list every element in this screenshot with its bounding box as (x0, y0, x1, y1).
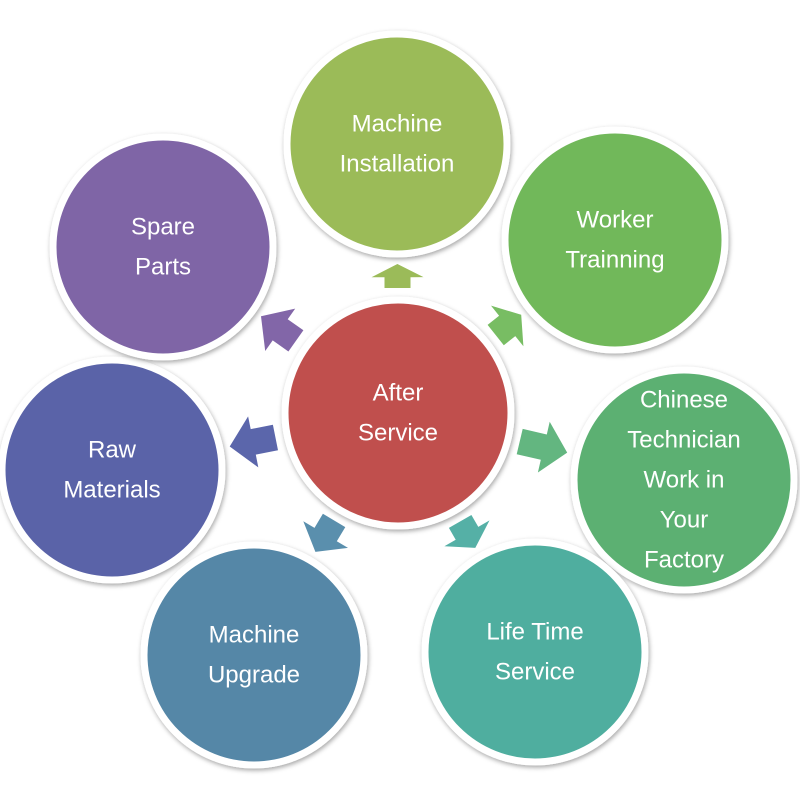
node-machine-installation-circle (283, 30, 511, 258)
node-worker-trainning-circle (501, 126, 729, 354)
node-machine-upgrade-label-line-2: Upgrade (208, 662, 300, 689)
node-raw-materials-label-line-1: Raw (88, 437, 137, 464)
arrow-to-worker-trainning (487, 305, 524, 347)
node-machine-installation-label-line-1: Machine (352, 111, 443, 138)
node-spare-parts-circle (49, 133, 277, 361)
node-life-time-service-label-line-1: Life Time (486, 619, 583, 646)
arrow-to-machine-installation (371, 264, 424, 288)
nodes-layer: MachineInstallationWorkerTrainningChines… (0, 30, 798, 769)
center-node-after-service-circle (281, 296, 515, 530)
arrow-to-chinese-technician (516, 421, 568, 473)
node-machine-installation-label-line-2: Installation (340, 151, 455, 178)
arrow-to-spare-parts (261, 308, 304, 352)
node-worker-trainning-label-line-2: Trainning (565, 247, 664, 274)
node-chinese-technician-label-line-5: Factory (644, 547, 724, 574)
arrow-to-machine-upgrade (303, 513, 348, 552)
node-chinese-technician-label-line-1: Chinese (640, 387, 728, 414)
node-machine-upgrade-circle (140, 541, 368, 769)
arrow-to-life-time-service (444, 515, 490, 548)
node-spare-parts-label-line-2: Parts (135, 254, 191, 281)
node-life-time-service-circle (421, 538, 649, 766)
node-chinese-technician-label-line-3: Work in (644, 467, 725, 494)
node-spare-parts-label-line-1: Spare (131, 214, 195, 241)
node-chinese-technician-label-line-4: Your (660, 507, 709, 534)
node-raw-materials-label-line-2: Materials (63, 477, 160, 504)
arrow-to-raw-materials (229, 416, 278, 468)
node-chinese-technician-circle (570, 366, 798, 594)
arrows-layer (229, 264, 568, 552)
center-node-after-service-label-line-2: Service (358, 420, 438, 447)
center-node-after-service-label-line-1: After (373, 380, 424, 407)
node-life-time-service-label-line-2: Service (495, 659, 575, 686)
node-worker-trainning-label-line-1: Worker (577, 207, 654, 234)
node-raw-materials-circle (0, 356, 226, 584)
node-machine-upgrade-label-line-1: Machine (209, 622, 300, 649)
node-chinese-technician-label-line-2: Technician (627, 427, 740, 454)
